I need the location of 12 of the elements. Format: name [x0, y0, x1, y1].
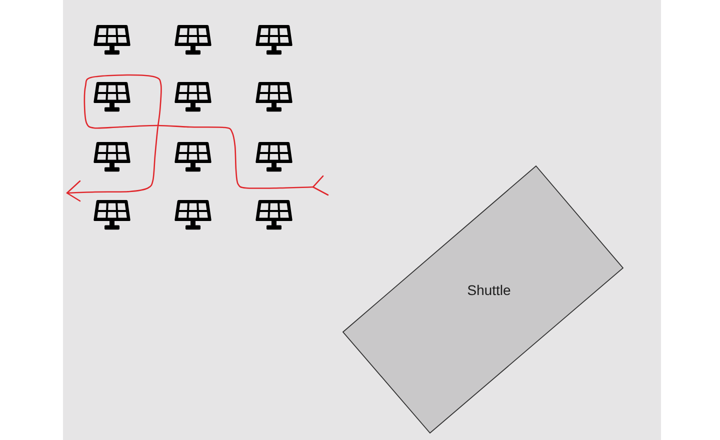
solar-panel-icon — [256, 25, 292, 55]
solar-panel-icon — [174, 142, 212, 172]
solar-panel-icon — [174, 200, 212, 230]
solar-panel-icon — [174, 25, 212, 55]
solar-panel-icon — [94, 82, 130, 112]
solar-panel-icon — [256, 200, 292, 230]
solar-panel-icon — [94, 25, 130, 55]
solar-panel-icon — [256, 82, 292, 112]
solar-panel-icon — [94, 200, 130, 230]
solar-panel-icon — [94, 142, 130, 172]
solar-panel-icon — [174, 82, 212, 112]
solar-panel-icon — [256, 142, 292, 172]
